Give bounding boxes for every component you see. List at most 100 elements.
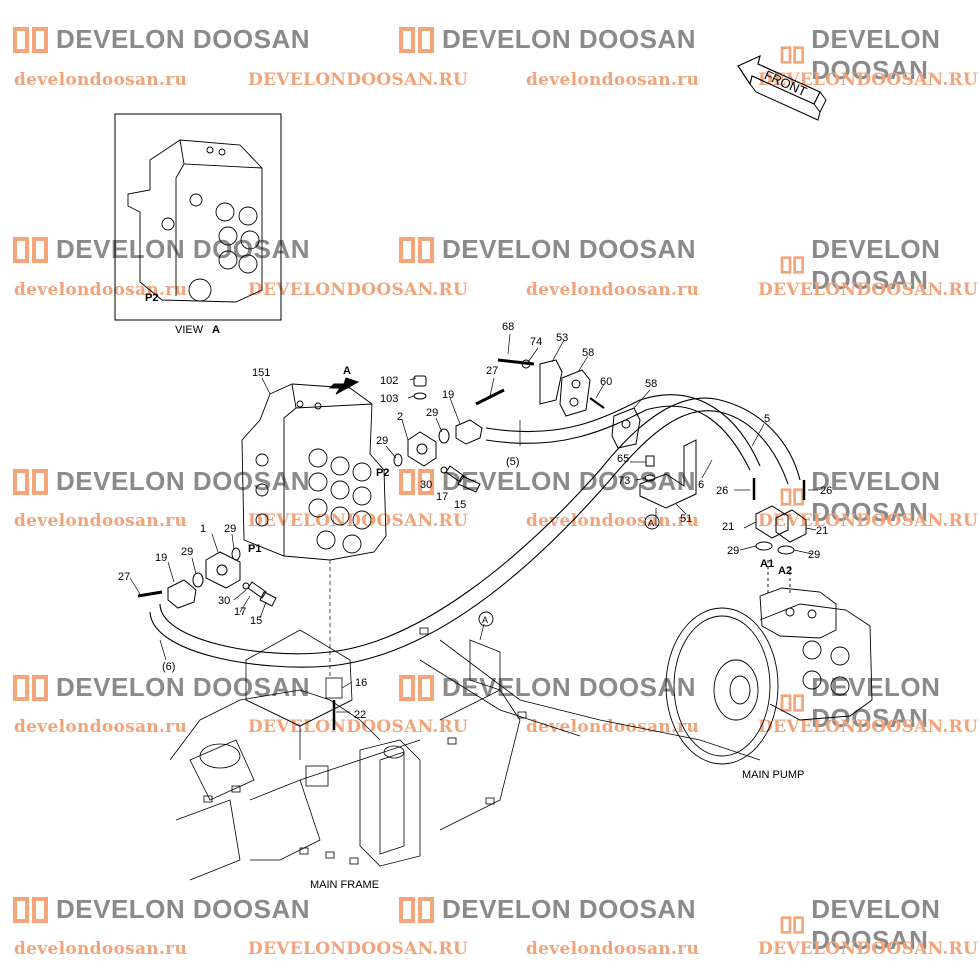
o-ring [413,392,427,400]
main-pump-label: MAIN PUMP [742,769,804,781]
watermark-url: DEVELONDOOSAN.RU [758,717,979,737]
callout-53: 53 [556,332,568,344]
watermark-logo: DEVELON DOOSAN [780,24,980,86]
front-arrow-icon [737,54,827,121]
doosan-logo-icon [13,674,48,701]
flange [775,509,807,543]
flange-2 [407,431,437,467]
watermark-brand: DEVELON DOOSAN [811,466,941,527]
doosan-logo-icon [399,896,434,923]
callout-15: 15 [250,615,262,627]
callout-17: 17 [234,606,246,618]
callout-68: 68 [502,321,514,333]
callout-102: 102 [380,375,398,387]
port-label-p2: P2 [376,467,389,479]
hose-5 [485,394,761,471]
watermark-logo: DEVELON DOOSAN [398,466,696,497]
watermark-url: develondoosan.ru [526,939,700,959]
plug [413,375,427,387]
bolt [137,590,163,598]
watermark-logo: DEVELON DOOSAN [780,672,980,734]
callout-26: 26 [820,485,832,497]
callout-58: 58 [645,378,657,390]
clamp [559,369,591,417]
callout-30: 30 [420,479,432,491]
view-a-label: VIEW [175,324,204,336]
watermark-brand: DEVELON DOOSAN [442,24,697,54]
callout-26: 26 [716,485,728,497]
watermark-url: develondoosan.ru [526,70,700,90]
watermark-brand: DEVELON DOOSAN [56,466,311,496]
leader-lines [129,333,818,713]
watermark-logo: DEVELON DOOSAN [780,466,980,528]
callout-1: 1 [200,523,206,535]
callout-29: 29 [808,549,820,561]
callout-19: 19 [442,389,454,401]
watermark-url: DEVELONDOOSAN.RU [248,717,469,737]
callout-60: 60 [600,376,612,388]
doosan-logo-icon [780,256,804,274]
watermark-url: develondoosan.ru [526,717,700,737]
main-frame-label: MAIN FRAME [310,879,379,891]
watermark-brand: DEVELON DOOSAN [56,894,311,924]
port-label-a1: A1 [760,558,774,570]
clamp-plate [539,359,563,405]
doosan-logo-icon [399,236,434,263]
callout-30: 30 [218,595,230,607]
callout-29: 29 [426,407,438,419]
watermark-brand: DEVELON DOOSAN [442,466,697,496]
watermark-logo: DEVELON DOOSAN [12,234,310,265]
bracket [639,439,697,509]
port-label-a2: A2 [778,565,792,577]
doosan-logo-icon [399,26,434,53]
doosan-logo-icon [399,468,434,495]
main-control-valve [241,383,387,561]
watermark-logo: DEVELON DOOSAN [780,894,980,956]
main-frame [169,627,761,881]
callout-27: 27 [118,571,130,583]
watermark-url: develondoosan.ru [14,70,188,90]
view-a-valve [127,139,263,303]
watermark-brand: DEVELON DOOSAN [811,894,941,955]
callout-73: 73 [618,475,630,487]
watermark-logo: DEVELON DOOSAN [12,894,310,925]
doosan-logo-icon [13,26,48,53]
direction-arrow-icon [328,377,360,395]
watermark-url: develondoosan.ru [14,939,188,959]
callout-19: 19 [155,552,167,564]
doosan-logo-icon [780,694,804,712]
callout-6: 6 [698,479,704,491]
callout-27: 27 [486,365,498,377]
bolt [475,388,505,406]
callout-5: 5 [764,413,770,425]
watermark-logo: DEVELON DOOSAN [398,234,696,265]
hose-6 [149,397,801,668]
port-label-p2: P2 [145,292,158,304]
callout-51: 51 [680,513,692,525]
callout-16: 16 [355,677,367,689]
doosan-logo-icon [780,46,804,64]
watermark-logo: DEVELON DOOSAN [780,234,980,296]
flange-1 [205,551,241,589]
callout-17: 17 [436,491,448,503]
front-label: FRONT [762,67,809,99]
split-flange [455,419,483,445]
marker-a-label: A [648,518,654,528]
watermark-logo: DEVELON DOOSAN [398,24,696,55]
marker-a-label: A [482,615,488,625]
callout-29: 29 [224,523,236,535]
doosan-logo-icon [13,468,48,495]
main-pump [665,560,873,765]
flange [755,505,789,539]
watermark-logo: DEVELON DOOSAN [12,672,310,703]
watermark-brand: DEVELON DOOSAN [811,234,941,295]
watermark-logo: DEVELON DOOSAN [12,24,310,55]
watermark-url: DEVELONDOOSAN.RU [248,280,469,300]
watermark-brand: DEVELON DOOSAN [56,24,311,54]
callout-22: 22 [354,709,366,721]
callout-15: 15 [454,499,466,511]
watermark-url: DEVELONDOOSAN.RU [248,511,469,531]
watermark-brand: DEVELON DOOSAN [442,234,697,264]
watermark-brand: DEVELON DOOSAN [442,672,697,702]
